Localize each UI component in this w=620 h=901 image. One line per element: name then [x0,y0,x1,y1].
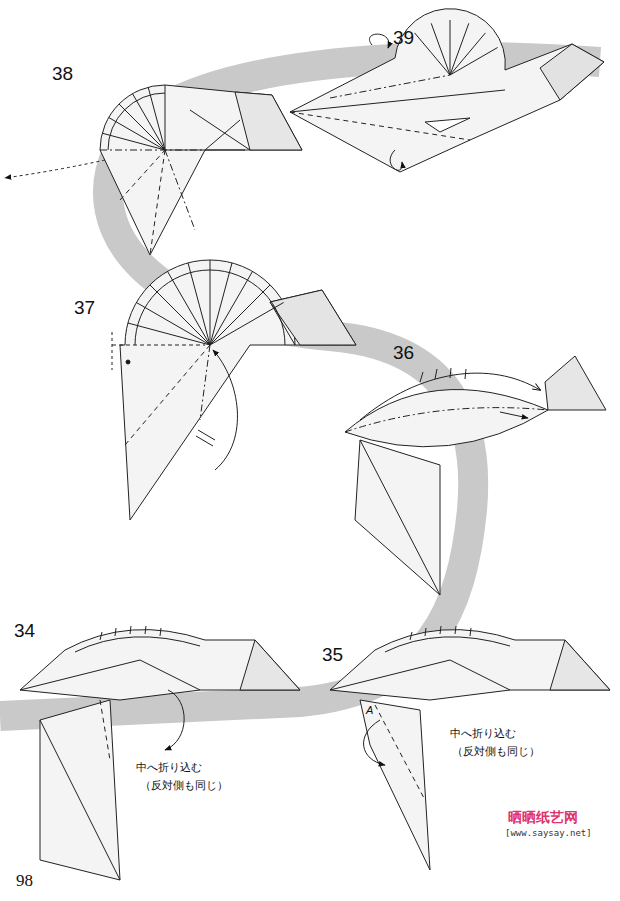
step-number: 34 [14,621,35,642]
instruction-note: 中へ折り込む [136,762,202,774]
step-number: 35 [322,645,343,666]
step-36-figure [345,356,606,595]
step-number: 39 [393,28,414,49]
reference-letter: A [366,704,373,716]
step-38-figure [5,85,302,255]
step-34-figure [20,626,300,880]
step-number: 36 [393,343,414,364]
watermark-url: [www.saysay.net] [505,829,592,839]
page-number: 98 [16,872,33,891]
step-35-figure [330,626,610,870]
step-number: 37 [74,298,95,319]
step-39-figure [290,9,604,172]
instruction-note: （反対側も同じ） [140,780,228,792]
step-number: 38 [52,64,73,85]
step-37-figure [112,260,356,520]
watermark: 晒晒纸艺网 [508,810,578,825]
instruction-note: （反対側も同じ） [452,746,540,758]
instruction-note: 中へ折り込む [450,728,516,740]
flow-band [0,57,600,716]
